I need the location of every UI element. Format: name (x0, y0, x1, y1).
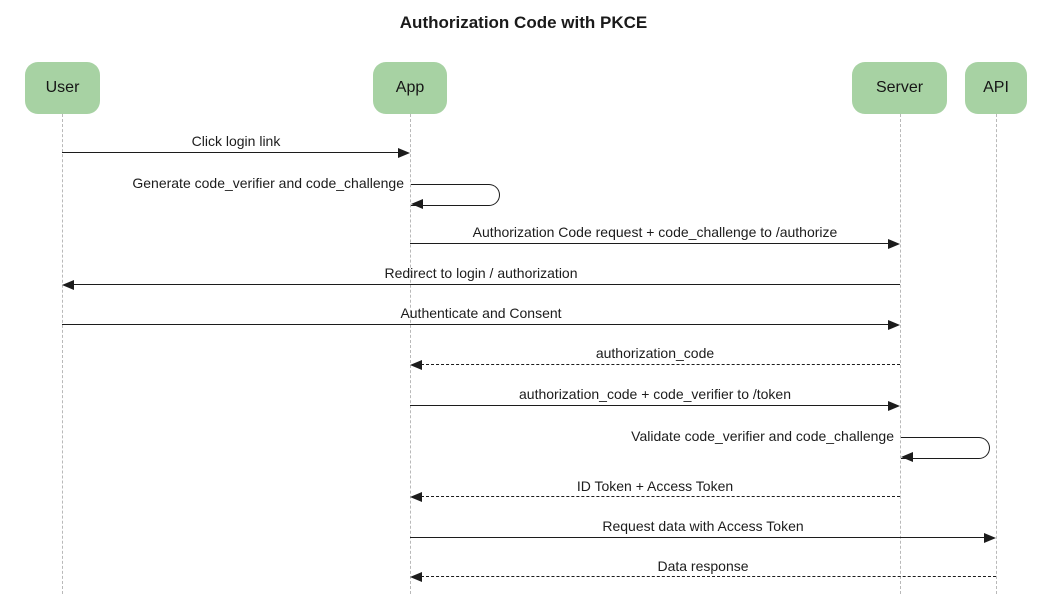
message-label: Redirect to login / authorization (384, 265, 578, 281)
message-label: Authenticate and Consent (400, 305, 562, 321)
actor-api: API (965, 62, 1027, 114)
actor-user-label: User (45, 79, 80, 96)
message-label: Data response (657, 558, 749, 574)
message-label: Validate code_verifier and code_challeng… (631, 428, 894, 444)
actor-app: App (373, 62, 447, 114)
message-line (410, 243, 889, 244)
message-line (421, 576, 996, 577)
arrowhead-icon (901, 452, 913, 462)
lifeline-server (900, 114, 901, 594)
arrowhead-icon (410, 492, 422, 502)
message-line (62, 152, 399, 153)
diagram-title: Authorization Code with PKCE (399, 13, 648, 32)
arrowhead-icon (411, 199, 423, 209)
message-label: ID Token + Access Token (576, 478, 734, 494)
message-label: Authorization Code request + code_challe… (472, 224, 838, 240)
arrowhead-icon (888, 239, 900, 249)
message-line (421, 364, 900, 365)
lifeline-user (62, 114, 63, 594)
message-line (410, 405, 889, 406)
self-loop (901, 437, 990, 459)
message-line (62, 324, 889, 325)
actor-user: User (25, 62, 100, 114)
actor-server: Server (852, 62, 947, 114)
arrowhead-icon (398, 148, 410, 158)
actor-api-label: API (983, 79, 1009, 96)
message-label: Generate code_verifier and code_challeng… (132, 175, 404, 191)
arrowhead-icon (62, 280, 74, 290)
message-line (73, 284, 900, 285)
message-line (421, 496, 900, 497)
arrowhead-icon (888, 320, 900, 330)
lifeline-app (410, 114, 411, 594)
self-loop (411, 184, 500, 206)
actor-app-label: App (395, 79, 425, 96)
message-label: Request data with Access Token (602, 518, 804, 534)
actor-server-label: Server (875, 79, 924, 96)
arrowhead-icon (888, 401, 900, 411)
arrowhead-icon (410, 572, 422, 582)
message-label: authorization_code (595, 345, 715, 361)
message-label: authorization_code + code_verifier to /t… (518, 386, 792, 402)
arrowhead-icon (410, 360, 422, 370)
message-line (410, 537, 985, 538)
arrowhead-icon (984, 533, 996, 543)
lifeline-api (996, 114, 997, 594)
message-label: Click login link (191, 133, 281, 149)
